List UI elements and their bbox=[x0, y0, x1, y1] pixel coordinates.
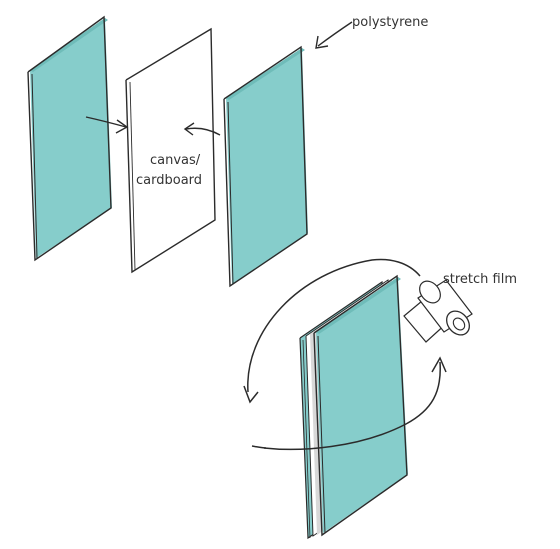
stretch-film-roll-icon bbox=[403, 279, 473, 343]
arrow-left-to-canvas bbox=[85, 116, 129, 134]
wrap-arrow-front bbox=[251, 356, 447, 451]
polystyrene-panel-right bbox=[223, 45, 308, 288]
canvas-label-line2: cardboard bbox=[136, 173, 202, 188]
wrapped-panel-stack bbox=[299, 274, 408, 540]
arrow-polystyrene-label bbox=[315, 21, 353, 49]
stretch-film-label: stretch film bbox=[443, 272, 517, 287]
wrap-arrow-back bbox=[243, 258, 421, 404]
arrow-right-to-canvas bbox=[183, 122, 221, 136]
canvas-label-line1: canvas/ bbox=[150, 153, 201, 168]
canvas-cardboard-panel bbox=[125, 27, 216, 274]
polystyrene-label: polystyrene bbox=[352, 15, 428, 30]
polystyrene-panel-left bbox=[27, 15, 112, 262]
